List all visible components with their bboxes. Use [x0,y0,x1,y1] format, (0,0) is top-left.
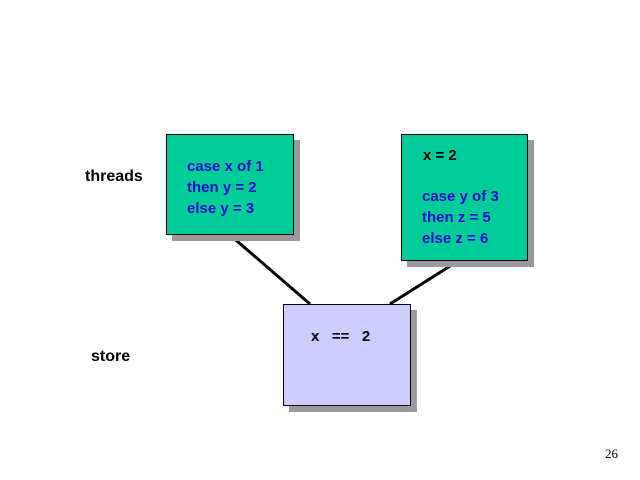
thread2-line-1: case y of 3 [422,188,499,205]
connector-thread1-store [229,233,311,306]
thread1-line-1: case x of 1 [187,158,264,175]
thread1-line-2: then y = 2 [187,179,257,196]
thread-box-1: case x of 1 then y = 2 else y = 3 [166,134,294,235]
threads-label: threads [85,168,143,185]
store-box: x == 2 [283,304,411,406]
thread2-line-2: then z = 5 [422,209,491,226]
thread1-line-3: else y = 3 [187,200,255,217]
thread-box-2: x = 2 case y of 3 then z = 5 else z = 6 [401,134,528,261]
thread2-binding: x = 2 [423,147,457,164]
store-label: store [91,348,131,365]
thread2-line-3: else z = 6 [422,230,489,247]
connector-thread2-store [389,259,459,306]
store-content: x == 2 [311,328,371,345]
page-number: 26 [605,446,618,461]
